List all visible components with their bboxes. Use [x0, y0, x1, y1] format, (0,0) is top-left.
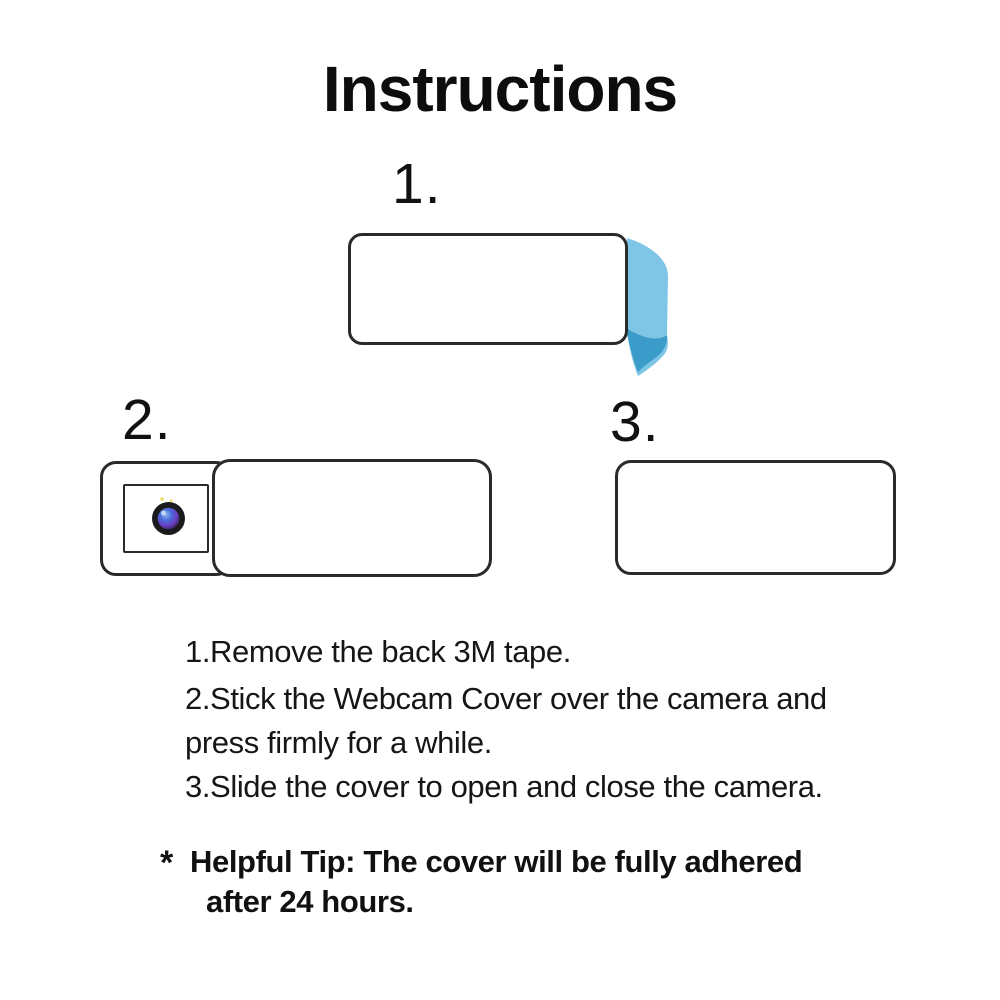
step3-label: 3. — [610, 390, 660, 454]
camera-lens-icon — [152, 497, 185, 535]
tip-line-1: Helpful Tip: The cover will be fully adh… — [190, 844, 803, 879]
peeling-tape-icon — [626, 238, 668, 376]
webcam-cover-step3 — [615, 460, 896, 575]
page-title: Instructions — [322, 53, 678, 125]
instruction-line-4: 3.Slide the cover to open and close the … — [185, 769, 823, 804]
lens-iris — [157, 507, 180, 530]
step2-label: 2. — [122, 388, 172, 452]
tip-line-2: after 24 hours. — [206, 884, 414, 919]
instruction-line-2: 2.Stick the Webcam Cover over the camera… — [185, 681, 827, 716]
webcam-cover-step1 — [348, 233, 628, 345]
instruction-line-3: press firmly for a while. — [185, 725, 492, 760]
step1-label: 1. — [392, 152, 442, 216]
lens-speck — [160, 497, 164, 501]
instruction-line-1: 1.Remove the back 3M tape. — [185, 634, 571, 669]
tape-curl-shape — [626, 328, 668, 372]
lens-speck — [169, 499, 173, 503]
lens-glint — [161, 510, 166, 516]
tip-bullet: * — [160, 844, 174, 882]
webcam-cover-step2 — [212, 459, 492, 577]
